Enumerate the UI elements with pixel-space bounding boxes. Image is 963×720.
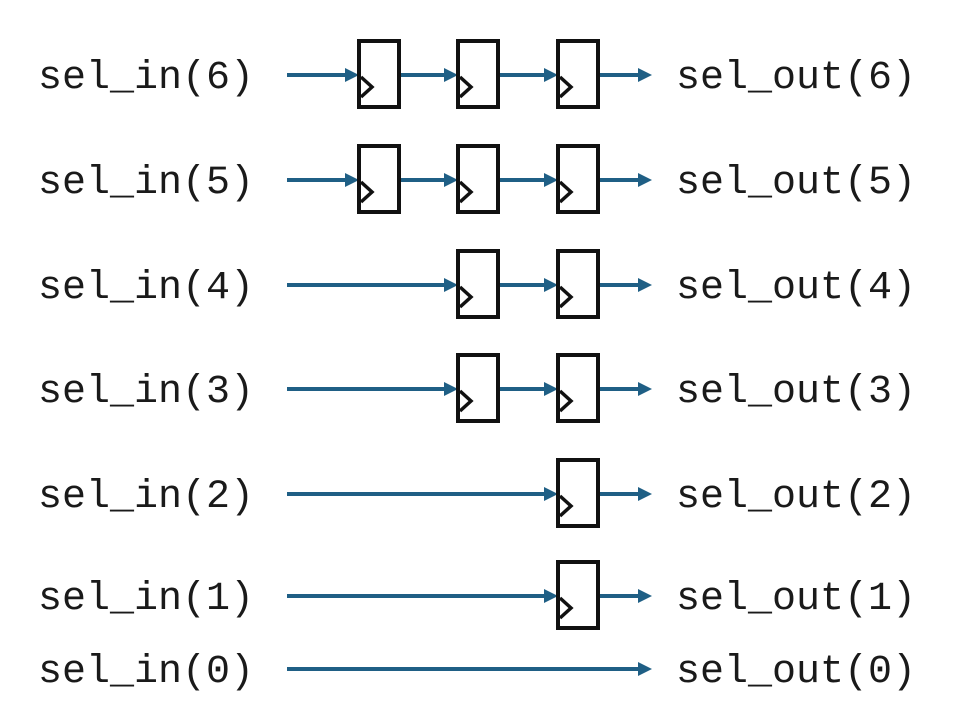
clock-input-icon (558, 285, 574, 309)
clock-input-icon (558, 596, 574, 620)
output-signal-label: sel_out(5) (676, 161, 916, 206)
output-signal-label: sel_out(0) (676, 650, 916, 695)
register-box (556, 39, 600, 109)
clock-input-icon (458, 389, 474, 413)
register-box (456, 249, 500, 319)
flip-flop-register (357, 39, 401, 109)
output-signal-label: sel_out(2) (676, 475, 916, 520)
arrow-head (444, 278, 458, 292)
input-signal-label: sel_in(2) (38, 475, 254, 520)
signal-row: sel_in(5) sel_out(5) (38, 144, 916, 214)
flip-flop-register (456, 144, 500, 214)
arrow-head (444, 68, 458, 82)
clock-input-icon (558, 180, 574, 204)
input-signal-label: sel_in(1) (38, 577, 254, 622)
clock-input-icon (558, 75, 574, 99)
output-signal-label: sel_out(1) (676, 577, 916, 622)
register-box (357, 39, 401, 109)
register-box (556, 353, 600, 423)
signal-row: sel_in(4) sel_out(4) (38, 249, 916, 319)
clock-input-icon (558, 389, 574, 413)
register-box (357, 144, 401, 214)
arrow-head (544, 382, 558, 396)
arrow-head (544, 487, 558, 501)
flip-flop-register (456, 39, 500, 109)
input-signal-label: sel_in(3) (38, 370, 254, 415)
register-box (556, 144, 600, 214)
clock-input-icon (458, 285, 474, 309)
input-signal-label: sel_in(0) (38, 650, 254, 695)
arrow-head (345, 173, 359, 187)
arrow-head (638, 278, 652, 292)
arrow-head (638, 68, 652, 82)
arrow-head (638, 662, 652, 676)
flip-flop-register (556, 144, 600, 214)
flip-flop-register (556, 458, 600, 528)
clock-input-icon (458, 75, 474, 99)
input-signal-label: sel_in(5) (38, 161, 254, 206)
register-box (556, 249, 600, 319)
flip-flop-register (556, 249, 600, 319)
signal-row: sel_in(3) sel_out(3) (38, 353, 916, 423)
clock-input-icon (359, 180, 375, 204)
arrow-head (345, 68, 359, 82)
register-box (456, 39, 500, 109)
arrow-head (638, 173, 652, 187)
signal-row: sel_in(0) sel_out(0) (38, 650, 916, 695)
flip-flop-register (556, 560, 600, 630)
register-box (556, 560, 600, 630)
signal-row: sel_in(2) sel_out(2) (38, 458, 916, 528)
input-signal-label: sel_in(4) (38, 266, 254, 311)
register-box (556, 458, 600, 528)
arrow-head (544, 589, 558, 603)
output-signal-label: sel_out(3) (676, 370, 916, 415)
arrow-head (638, 487, 652, 501)
arrow-head (638, 589, 652, 603)
register-box (456, 144, 500, 214)
arrow-head (544, 278, 558, 292)
flip-flop-register (556, 353, 600, 423)
clock-input-icon (458, 180, 474, 204)
arrow-head (544, 173, 558, 187)
register-box (456, 353, 500, 423)
flip-flop-register (456, 249, 500, 319)
arrow-head (444, 173, 458, 187)
output-signal-label: sel_out(4) (676, 266, 916, 311)
arrow-head (444, 382, 458, 396)
arrow-head (544, 68, 558, 82)
output-signal-label: sel_out(6) (676, 56, 916, 101)
clock-input-icon (359, 75, 375, 99)
flip-flop-register (456, 353, 500, 423)
input-signal-label: sel_in(6) (38, 56, 254, 101)
flip-flop-register (357, 144, 401, 214)
signal-row: sel_in(1) sel_out(1) (38, 560, 916, 630)
clock-input-icon (558, 494, 574, 518)
flip-flop-register (556, 39, 600, 109)
signal-row: sel_in(6) sel_out(6) (38, 39, 916, 109)
arrow-head (638, 382, 652, 396)
